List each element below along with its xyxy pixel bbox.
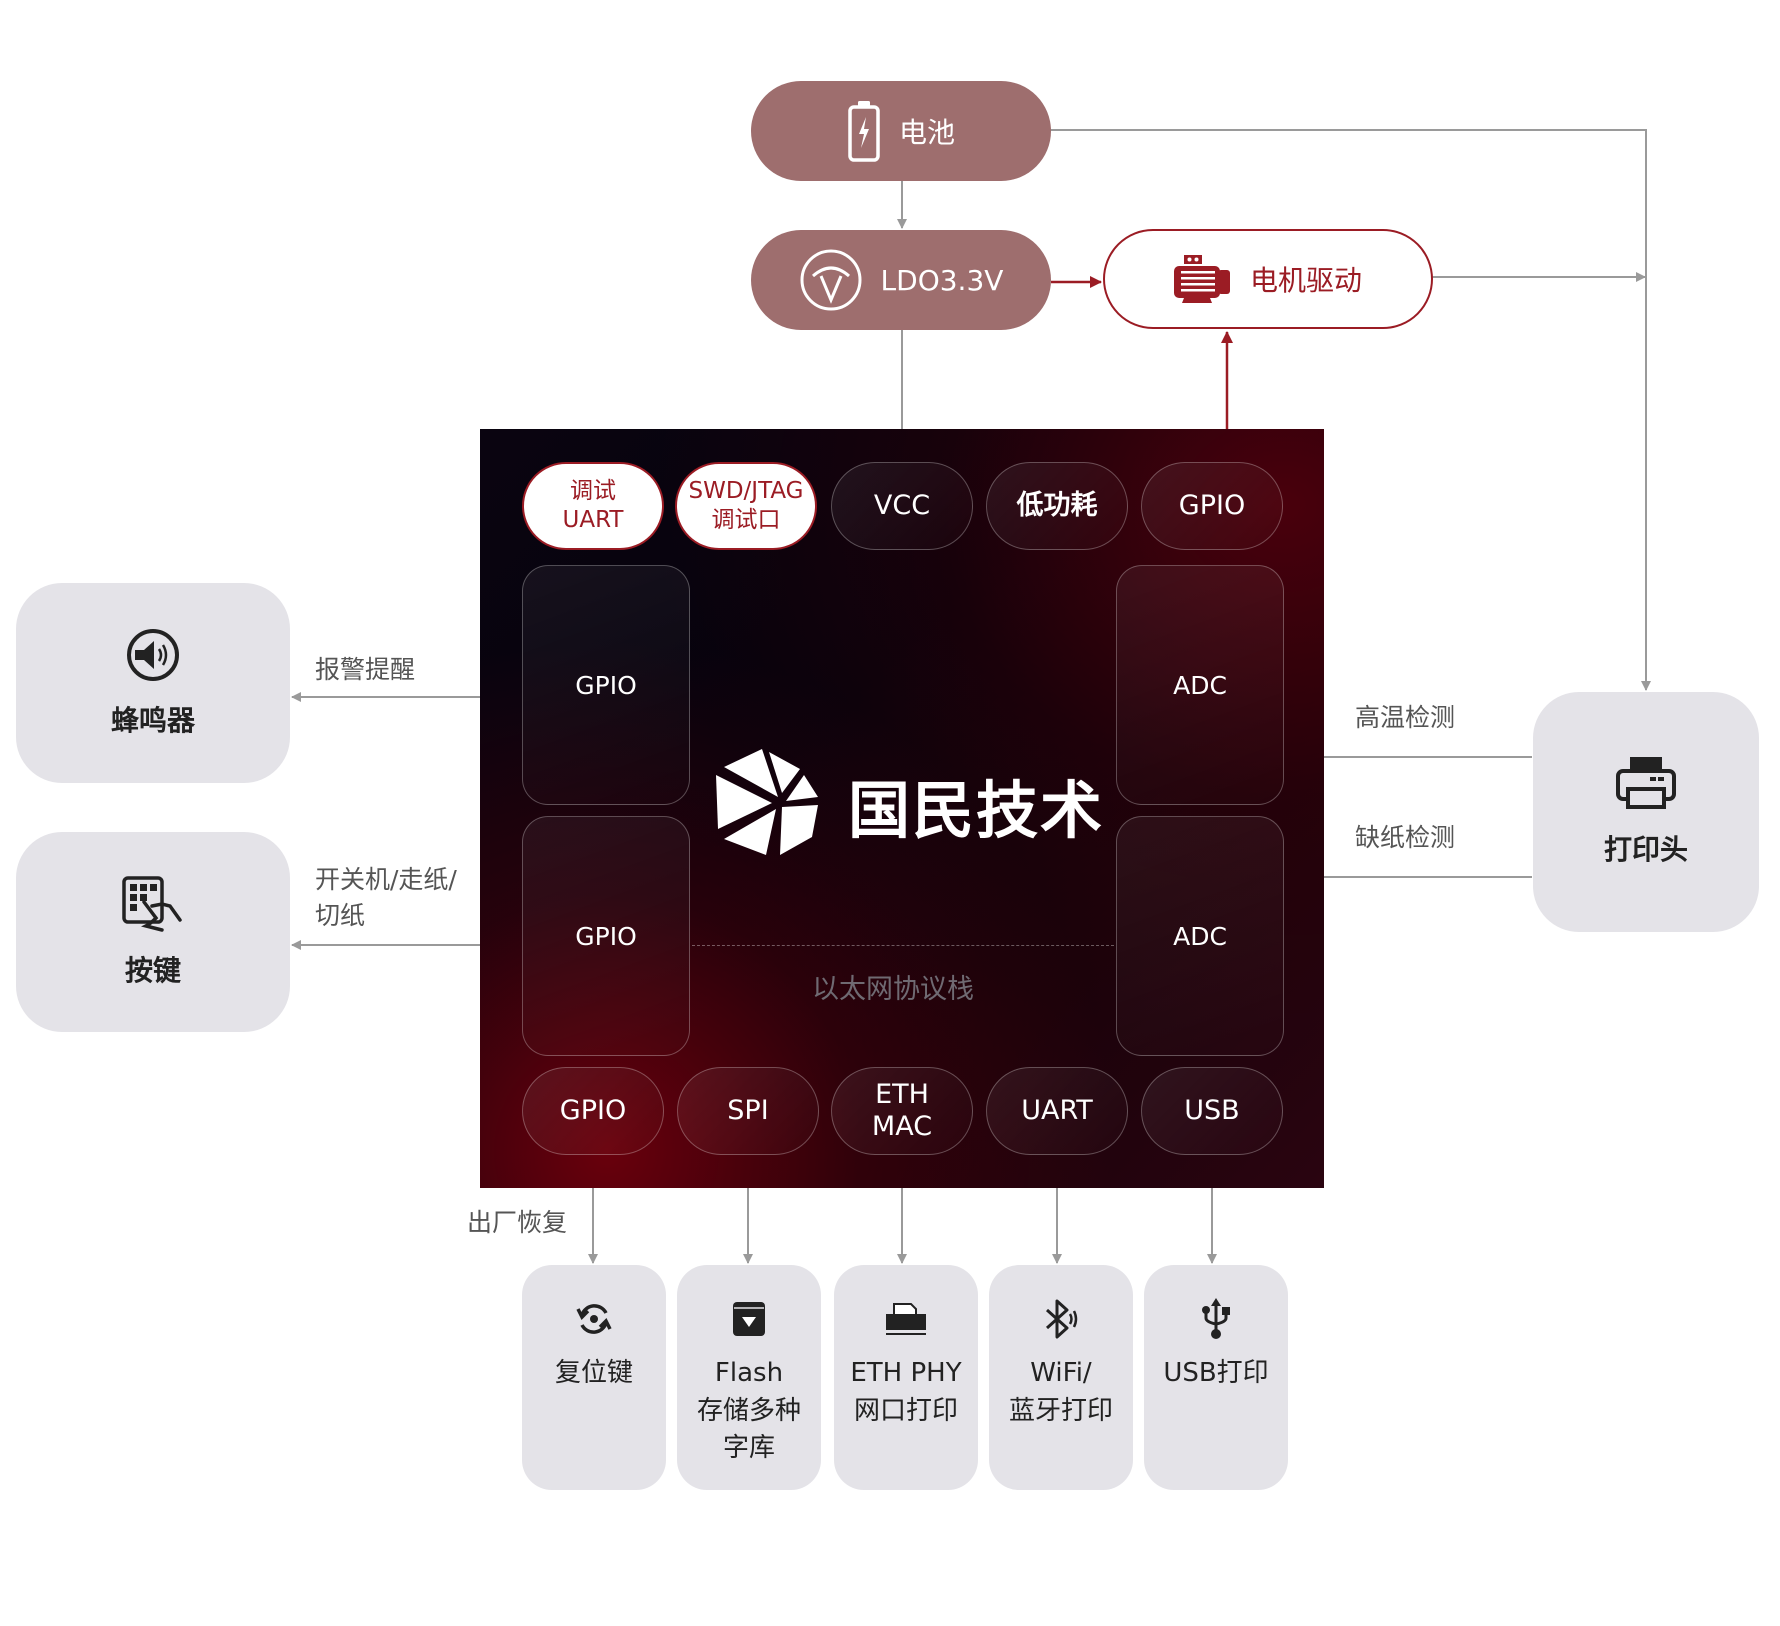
alarm-edge-label: 报警提醒 (315, 655, 416, 684)
motor-driver-node: 电机驱动 (1103, 229, 1433, 329)
chip-block-gpio-left-1: GPIO (522, 565, 690, 805)
chip-block-adc-right-1: ADC (1116, 565, 1284, 805)
bluetooth-icon (1043, 1295, 1079, 1343)
reset-key-node: 复位键 (522, 1265, 666, 1490)
printhead-label: 打印头 (1603, 832, 1688, 866)
battery-icon (847, 100, 881, 162)
reset-icon (574, 1295, 614, 1343)
chip-block-adc-right-2: ADC (1116, 816, 1284, 1056)
battery-label: 电池 (898, 116, 955, 149)
voltage-regulator-icon (799, 248, 863, 312)
key-node: 按键 (16, 832, 290, 1032)
flash-storage-icon (732, 1295, 766, 1343)
ethernet-stack-divider (692, 945, 1114, 946)
network-printer-icon (885, 1295, 927, 1343)
speaker-icon (126, 628, 180, 689)
chip-pin-uart: UART (986, 1067, 1128, 1155)
chip-pin-gpio-top: GPIO (1141, 462, 1283, 550)
buzzer-node: 蜂鸣器 (16, 583, 290, 783)
overheat-detect-label: 高温检测 (1355, 703, 1456, 732)
wifi-bt-node: WiFi/ 蓝牙打印 (989, 1265, 1133, 1490)
brand-name: 国民技术 (848, 774, 1105, 847)
power-feed-cut-edge-label: 开关机/走纸/ 切纸 (315, 865, 457, 931)
key-label: 按键 (124, 953, 181, 987)
brand-logo-icon (714, 747, 820, 863)
eth-phy-node: ETH PHY 网口打印 (834, 1265, 978, 1490)
ldo-label: LDO3.3V (880, 263, 1004, 297)
battery-node: 电池 (751, 81, 1051, 181)
ldo-node: LDO3.3V (751, 230, 1051, 330)
printhead-node: 打印头 (1533, 692, 1759, 932)
usb-icon (1201, 1295, 1231, 1343)
ethernet-stack-label: 以太网协议栈 (812, 974, 974, 1005)
chip-pin-usb: USB (1141, 1067, 1283, 1155)
keypad-touch-icon (122, 875, 184, 939)
buzzer-label: 蜂鸣器 (110, 703, 195, 737)
chip-pin-vcc: VCC (831, 462, 973, 550)
flash-node: Flash 存储多种 字库 (677, 1265, 821, 1490)
chip-pin-spi: SPI (677, 1067, 819, 1155)
usb-print-label: USB打印 (1163, 1358, 1269, 1388)
chip-block-gpio-left-2: GPIO (522, 816, 690, 1056)
paper-out-detect-label: 缺纸检测 (1355, 823, 1456, 852)
wifi-bt-label: WiFi/ 蓝牙打印 (1008, 1358, 1113, 1426)
chip-pin-gpio-bottom: GPIO (522, 1067, 664, 1155)
factory-reset-edge-label: 出厂恢复 (467, 1208, 568, 1237)
chip-feature-low-power: 低功耗 (986, 462, 1128, 550)
eth-phy-label: ETH PHY 网口打印 (850, 1358, 962, 1426)
chip-brand: 国民技术 (714, 747, 1104, 863)
motor-driver-label: 电机驱动 (1249, 264, 1362, 297)
motor-icon (1173, 255, 1232, 303)
printer-icon (1616, 756, 1676, 818)
usb-print-node: USB打印 (1144, 1265, 1288, 1490)
reset-key-label: 复位键 (554, 1358, 633, 1388)
flash-label: Flash 存储多种 字库 (696, 1358, 801, 1464)
